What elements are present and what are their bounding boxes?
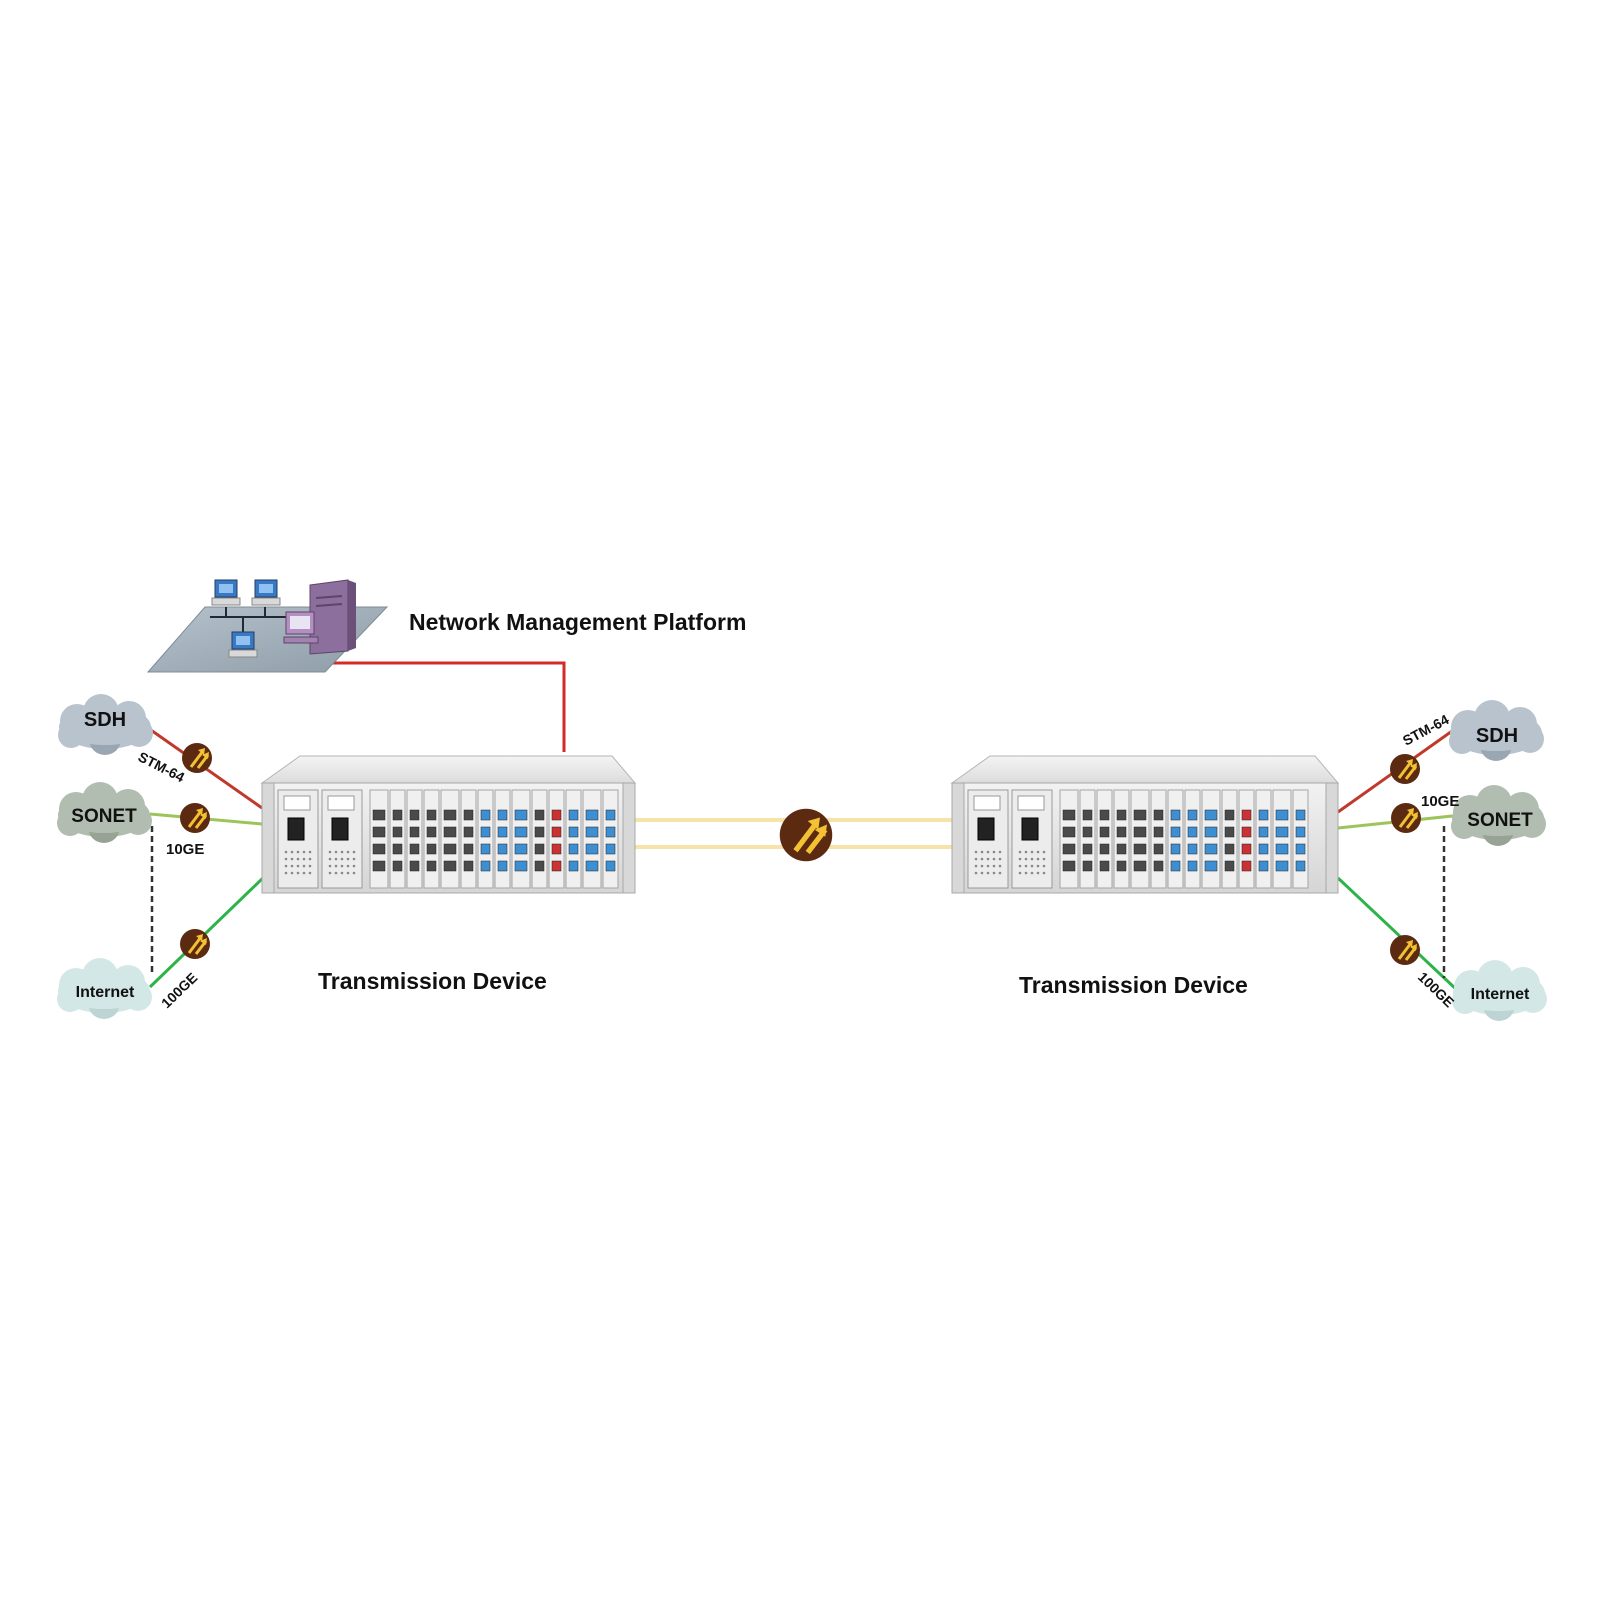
line-card	[406, 789, 423, 889]
server-icon	[283, 579, 356, 655]
right-transmission-device-label: Transmission Device	[1019, 972, 1248, 998]
line-card	[1221, 789, 1238, 889]
right-sdh-label: SDH	[1476, 725, 1518, 747]
line-card	[1113, 789, 1130, 889]
line-card	[1167, 789, 1184, 889]
line-card	[1059, 789, 1079, 889]
line-card	[1150, 789, 1167, 889]
line-card	[494, 789, 511, 889]
left-100ge-badge-icon	[178, 927, 212, 961]
right-sonet-label: SONET	[1467, 810, 1533, 831]
line-card	[369, 789, 389, 889]
left-sdh-cloud-icon	[58, 694, 153, 755]
line-card	[389, 789, 406, 889]
line-card	[531, 789, 548, 889]
left-transmission-device-label: Transmission Device	[318, 968, 547, 994]
line-card	[460, 789, 477, 889]
right-100ge-badge-icon	[1388, 933, 1422, 967]
line-card	[565, 789, 582, 889]
line-card	[582, 789, 602, 889]
left-10ge-label: 10GE	[166, 841, 204, 858]
fiber-link-badge-icon	[780, 809, 833, 862]
right-10ge-badge-icon	[1389, 801, 1423, 835]
right-stm-label: STM-64	[1400, 711, 1452, 749]
left-100ge-link	[148, 875, 266, 989]
workstation-icon	[211, 579, 241, 606]
left-internet-label: Internet	[76, 984, 135, 1001]
left-sonet-label: SONET	[71, 806, 137, 827]
right-transmission-chassis-icon	[950, 755, 1340, 894]
left-stm-label: STM-64	[136, 748, 188, 785]
line-card	[1255, 789, 1272, 889]
line-card	[477, 789, 494, 889]
left-sonet-cloud-icon	[57, 782, 152, 843]
right-stm-badge-icon	[1388, 752, 1422, 786]
line-card	[440, 789, 460, 889]
right-100ge-link	[1336, 876, 1459, 992]
line-card	[1184, 789, 1201, 889]
workstation-icon	[228, 631, 258, 658]
line-card	[511, 789, 531, 889]
right-internet-cloud-icon	[1452, 960, 1547, 1021]
line-card	[1130, 789, 1150, 889]
network-management-platform-label: Network Management Platform	[409, 609, 746, 635]
line-card	[1079, 789, 1096, 889]
line-card	[1238, 789, 1255, 889]
right-sonet-cloud-icon	[1451, 785, 1546, 846]
network-management-platform-icon	[146, 579, 389, 673]
line-card	[1096, 789, 1113, 889]
left-100ge-label: 100GE	[158, 969, 200, 1011]
right-internet-label: Internet	[1471, 986, 1530, 1003]
line-card	[602, 789, 619, 889]
right-100ge-label: 100GE	[1415, 969, 1457, 1011]
management-link	[320, 661, 566, 752]
line-card	[1272, 789, 1292, 889]
right-sdh-cloud-icon	[1449, 700, 1544, 761]
left-sdh-label: SDH	[84, 709, 126, 731]
line-card	[548, 789, 565, 889]
left-transmission-chassis-icon	[260, 755, 637, 894]
line-card	[1201, 789, 1221, 889]
left-stm-badge-icon	[180, 741, 214, 775]
left-10ge-badge-icon	[178, 801, 212, 835]
line-card	[1292, 789, 1309, 889]
right-10ge-label: 10GE	[1421, 793, 1459, 810]
left-internet-cloud-icon	[57, 958, 152, 1019]
workstation-icon	[251, 579, 281, 606]
line-card	[423, 789, 440, 889]
